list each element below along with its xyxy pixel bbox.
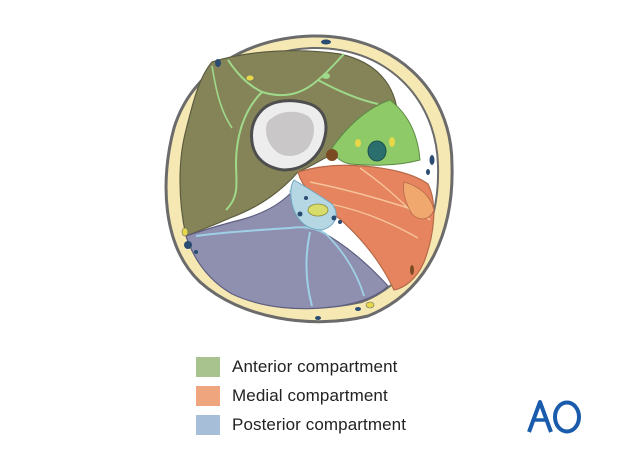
sciatic-nerve	[307, 203, 329, 217]
superficial-vessel	[355, 307, 361, 311]
posterior-fascia-line	[325, 233, 365, 297]
legend-item-medial: Medial compartment	[196, 384, 406, 408]
anterior-small-vessel	[245, 74, 255, 82]
femur-marrow	[266, 111, 314, 156]
sartorius-muscle	[403, 181, 435, 220]
anterior-fascia-line	[227, 53, 345, 97]
superficial-vessel	[321, 39, 331, 45]
medial-fascia-line	[359, 167, 411, 211]
legend-swatch-anterior	[196, 357, 220, 377]
legend-label: Medial compartment	[232, 386, 388, 405]
anterior-fascia-line	[225, 91, 263, 211]
great-saphenous-vein	[184, 241, 192, 249]
legend-swatch-posterior	[196, 415, 220, 435]
profunda-vessel	[304, 196, 308, 200]
femoral-nerve	[355, 139, 361, 147]
superficial-vessel	[426, 169, 430, 175]
legend-label: Anterior compartment	[232, 357, 398, 376]
legend-item-posterior: Posterior compartment	[196, 413, 406, 437]
posterior-muscle	[185, 190, 389, 310]
anterior-fascia-line	[317, 79, 379, 105]
anterior-fascia-line	[211, 65, 233, 129]
superficial-vessel	[194, 250, 198, 254]
femoral-artery	[367, 140, 387, 162]
profunda-vessel	[297, 211, 303, 217]
profunda-vessel	[331, 215, 337, 221]
anterior-small-vessel	[322, 73, 330, 79]
superficial-vessel	[429, 155, 435, 165]
superficial-nerve	[181, 227, 189, 237]
legend-label: Posterior compartment	[232, 415, 407, 434]
medial-fascia-line	[329, 203, 419, 239]
superficial-vessel	[215, 59, 221, 67]
superficial-vessel	[315, 316, 321, 320]
posterior-fascia-line	[305, 231, 313, 307]
superficial-nerve	[365, 301, 375, 309]
deep-vessel	[389, 137, 395, 147]
profunda-vessel	[338, 220, 342, 224]
legend-item-anterior: Anterior compartment	[196, 355, 406, 379]
legend-swatch-medial	[196, 386, 220, 406]
femoral-vein	[326, 149, 338, 161]
legend: Anterior compartment Medial compartment …	[196, 355, 406, 442]
superficial-vessel	[410, 265, 414, 275]
anterior-compartment-region	[331, 99, 421, 166]
ao-logo-icon	[527, 400, 581, 434]
